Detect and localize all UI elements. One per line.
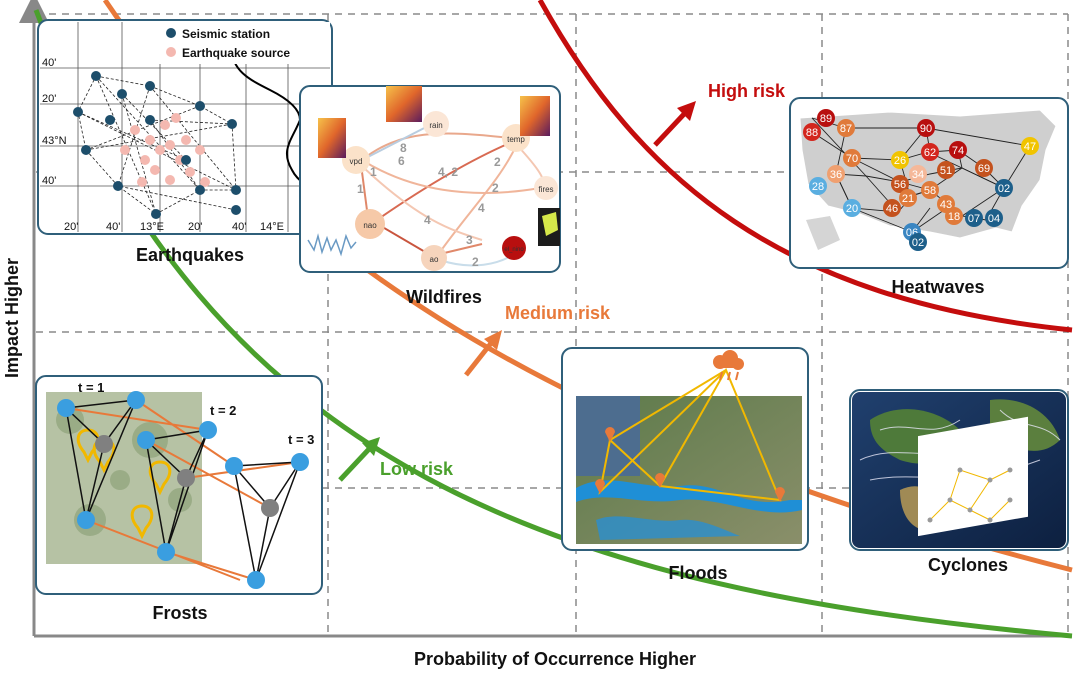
flood-pins: [595, 427, 785, 502]
svg-text:4: 4: [424, 213, 431, 227]
frost-t2-label: t = 2: [210, 403, 236, 418]
high-risk-marker: High risk: [653, 81, 786, 147]
earthquake-lat-labels: 40' 20' 43°N 40': [42, 57, 67, 187]
frost-location-pins: [76, 428, 172, 540]
earthquake-lon-labels: 20' 40' 13°E 20' 40' 14°E: [64, 221, 284, 233]
svg-text:2: 2: [494, 155, 501, 169]
rain-cloud-icon: [713, 350, 744, 381]
svg-text:8: 8: [400, 141, 407, 155]
svg-text:43°N: 43°N: [42, 135, 67, 147]
svg-text:4: 4: [478, 201, 485, 215]
low-risk-label: Low risk: [380, 459, 454, 479]
svg-text:47: 47: [1024, 141, 1036, 153]
svg-text:20': 20': [42, 93, 56, 105]
svg-text:70: 70: [846, 153, 858, 165]
heatwave-nodes: 89 88 87 90 47 70 26 62 74 36 34 51 69 2…: [803, 109, 1039, 251]
cyclones-caption: Cyclones: [928, 555, 1008, 575]
svg-text:13°E: 13°E: [140, 221, 164, 233]
svg-text:20': 20': [64, 221, 78, 233]
svg-text:1: 1: [370, 165, 377, 179]
svg-text:14°E: 14°E: [260, 221, 284, 233]
svg-text:56: 56: [894, 179, 906, 191]
svg-text:74: 74: [952, 145, 964, 157]
svg-text:nao: nao: [363, 221, 377, 230]
earthquakes-caption: Earthquakes: [136, 245, 244, 265]
svg-text:20: 20: [846, 203, 858, 215]
svg-text:28: 28: [812, 181, 824, 193]
svg-text:2: 2: [492, 181, 499, 195]
svg-text:90: 90: [920, 123, 932, 135]
svg-text:07: 07: [968, 213, 980, 225]
earthquakes-legend: Seismic station Earthquake source: [158, 22, 330, 64]
svg-text:88: 88: [806, 127, 818, 139]
wildfires-caption: Wildfires: [406, 287, 482, 307]
svg-text:temp: temp: [507, 135, 525, 144]
us-map: [799, 109, 1057, 239]
low-risk-marker: Low risk: [338, 437, 454, 482]
frost-t3-label: t = 3: [288, 432, 314, 447]
high-risk-curve: [537, 0, 1073, 333]
legend-earthquake-source: Earthquake source: [182, 46, 290, 60]
frosts-panel: t = 1 t = 2 t = 3 Frosts: [35, 375, 323, 623]
frost-t1-label: t = 1: [78, 380, 104, 395]
frost-graph-edges: [64, 399, 302, 581]
medium-risk-label: Medium risk: [505, 303, 611, 323]
svg-text:6: 6: [398, 154, 405, 168]
heatwaves-caption: Heatwaves: [891, 277, 984, 297]
cyclone-graph-inset: [918, 416, 1028, 537]
svg-text:34: 34: [912, 169, 924, 181]
svg-text:21: 21: [902, 193, 914, 205]
svg-text:40': 40': [42, 57, 56, 69]
svg-text:3: 3: [466, 233, 473, 247]
wildfire-edge-labels: 1 8 6 4, 2 2 1 4 4 3 2 2: [357, 141, 501, 269]
svg-text:1: 1: [357, 182, 364, 196]
svg-text:58: 58: [924, 185, 936, 197]
floods-panel: Floods: [561, 347, 809, 583]
svg-text:36: 36: [830, 169, 842, 181]
heatwaves-panel: 89 88 87 90 47 70 26 62 74 36 34 51 69 2…: [789, 97, 1069, 297]
seismic-stations: [73, 71, 241, 219]
legend-seismic-station: Seismic station: [182, 27, 270, 41]
svg-text:62: 62: [924, 147, 936, 159]
svg-text:vpd: vpd: [350, 157, 363, 166]
earthquake-sources: [120, 113, 210, 187]
medium-risk-marker: Medium risk: [464, 303, 611, 377]
wildfires-panel: rain vpd temp fires nao ao el_nino 1 8 6…: [299, 85, 561, 307]
wildfire-nodes: rain vpd temp fires nao ao el_nino: [342, 111, 558, 271]
x-axis-label: Probability of Occurrence Higher: [414, 649, 696, 669]
high-risk-label: High risk: [708, 81, 786, 101]
y-axis-label: Impact Higher: [2, 258, 22, 378]
svg-text:46: 46: [886, 203, 898, 215]
svg-text:2: 2: [472, 255, 479, 269]
wildfire-timeseries: [307, 233, 357, 257]
cyclones-panel: Cyclones: [849, 389, 1069, 575]
svg-text:20': 20': [188, 221, 202, 233]
svg-text:87: 87: [840, 123, 852, 135]
svg-text:18: 18: [948, 211, 960, 223]
svg-text:04: 04: [988, 213, 1000, 225]
svg-text:02: 02: [998, 183, 1010, 195]
svg-text:40': 40': [232, 221, 246, 233]
svg-text:rain: rain: [429, 121, 442, 130]
svg-text:4, 2: 4, 2: [438, 165, 458, 179]
svg-text:51: 51: [940, 165, 952, 177]
svg-text:40': 40': [106, 221, 120, 233]
svg-text:02: 02: [912, 237, 924, 249]
svg-text:ao: ao: [430, 255, 439, 264]
frost-nodes: [57, 391, 309, 589]
svg-text:69: 69: [978, 163, 990, 175]
svg-text:26: 26: [894, 155, 906, 167]
svg-text:40': 40': [42, 175, 56, 187]
earthquakes-panel: Seismic station Earthquake source 40' 20…: [37, 19, 333, 265]
svg-text:89: 89: [820, 113, 832, 125]
svg-text:el_nino: el_nino: [504, 247, 524, 253]
frosts-caption: Frosts: [152, 603, 207, 623]
svg-text:43: 43: [940, 199, 952, 211]
svg-text:fires: fires: [538, 185, 553, 194]
wildfire-data-cubes: [318, 86, 560, 246]
floods-caption: Floods: [669, 563, 728, 583]
